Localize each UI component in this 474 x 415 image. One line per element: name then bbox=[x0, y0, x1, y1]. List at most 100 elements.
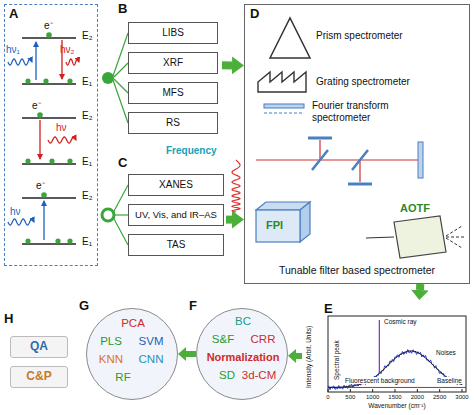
energy-label: hν₁ bbox=[6, 44, 20, 56]
method-name: 3d-CM bbox=[242, 369, 277, 382]
transition-arrow bbox=[39, 120, 40, 159]
fourier-plate bbox=[264, 104, 304, 108]
energy-label: E₁ bbox=[82, 236, 92, 248]
energy-level bbox=[22, 117, 76, 118]
method-name: RF bbox=[115, 371, 130, 384]
spectrometer-panel: D bbox=[244, 4, 470, 284]
spectrometer-name: Prism spectrometer bbox=[316, 30, 403, 42]
tick-mark bbox=[328, 389, 329, 392]
method-name: SVM bbox=[139, 335, 164, 348]
tick-mark bbox=[439, 389, 440, 392]
tick-mark bbox=[372, 389, 373, 392]
method-name: CNN bbox=[139, 353, 164, 366]
spectrometer-name: Grating spectrometer bbox=[316, 76, 410, 88]
interferometer bbox=[256, 159, 418, 160]
flow-arrow bbox=[222, 61, 232, 69]
method-name: Normalization bbox=[207, 351, 280, 364]
electron-dot bbox=[43, 78, 48, 83]
output-box: QA bbox=[10, 336, 68, 358]
transition-arrow bbox=[36, 40, 62, 240]
method-name: BC bbox=[235, 315, 251, 328]
tick-label: 500 bbox=[345, 394, 355, 401]
prism-symbol bbox=[270, 18, 310, 58]
tick-mark bbox=[395, 389, 396, 392]
energy-label: E₂ bbox=[82, 30, 93, 42]
device-name: AOTF bbox=[400, 202, 430, 215]
electron-dot bbox=[67, 158, 72, 163]
energy-label: e⁻ bbox=[44, 20, 53, 32]
method-box: MFS bbox=[128, 82, 218, 104]
transition-arrow bbox=[35, 42, 36, 80]
electron-dot bbox=[25, 158, 30, 163]
fan-line bbox=[113, 80, 128, 123]
energy-label: hν₂ bbox=[60, 44, 74, 56]
panel-letter: D bbox=[250, 7, 259, 22]
output-box: C&P bbox=[10, 366, 68, 388]
axis-title: Intensity (Arbit. Units) bbox=[305, 326, 312, 388]
axis-note: Frequency bbox=[166, 145, 217, 157]
annotation: Cosmic ray bbox=[384, 318, 417, 325]
output-group: QAC&PH bbox=[4, 316, 74, 396]
box-label: C&P bbox=[26, 370, 51, 384]
energy-level bbox=[22, 83, 76, 84]
panel-letter: G bbox=[79, 299, 89, 314]
energy-label: hν bbox=[56, 122, 67, 134]
cosmic-spike bbox=[379, 320, 380, 373]
energy-label: E₁ bbox=[82, 156, 92, 168]
energy-label: e⁻ bbox=[36, 180, 45, 192]
method-name: KNN bbox=[99, 353, 123, 366]
aotf-crystal bbox=[446, 238, 462, 248]
electron-dot bbox=[49, 158, 54, 163]
fourier-plate bbox=[264, 113, 304, 114]
energy-label: hν bbox=[10, 206, 21, 218]
tick-label: 3000 bbox=[455, 394, 468, 401]
method-box: XANES bbox=[128, 174, 224, 196]
fan-line bbox=[114, 63, 128, 77]
electron-dot bbox=[41, 192, 47, 198]
panel-caption: Tunable filter based spectrometer bbox=[279, 264, 435, 276]
energy-level bbox=[22, 163, 76, 164]
annotation: Noises bbox=[436, 349, 456, 356]
spectrum-panel: E bbox=[302, 300, 472, 412]
noisy-spectrum bbox=[328, 350, 462, 390]
tick-label: 1000 bbox=[366, 394, 379, 401]
tick-label: 0 bbox=[326, 394, 329, 401]
method-name: SD bbox=[219, 369, 235, 382]
photon-wave bbox=[8, 59, 79, 225]
box-label: MFS bbox=[162, 87, 183, 99]
tick-label: 2500 bbox=[433, 394, 446, 401]
aotf-crystal bbox=[366, 237, 394, 238]
spectrometer-name: Fourier transform spectrometer bbox=[312, 100, 422, 123]
process-circle: GPCAPLSSVMKNNCNNRF bbox=[86, 308, 178, 400]
aotf-crystal bbox=[366, 216, 464, 258]
flow-arrow bbox=[416, 284, 424, 290]
energy-label: E₂ bbox=[82, 190, 93, 202]
tick-label: 2000 bbox=[411, 394, 424, 401]
interferometer bbox=[308, 137, 332, 140]
energy-level bbox=[22, 197, 76, 198]
energy-level bbox=[22, 38, 76, 244]
annotation: Baseline bbox=[436, 377, 463, 384]
transition-arrow bbox=[43, 201, 44, 240]
panel-letter: E bbox=[324, 302, 333, 317]
method-box: RS bbox=[128, 112, 218, 134]
interferometer bbox=[352, 150, 368, 170]
method-box: UV, Vis, and IR–AS bbox=[128, 204, 224, 226]
annotation: Spectral peak bbox=[333, 340, 340, 380]
photon-wave bbox=[66, 59, 79, 65]
frequency-wave bbox=[232, 160, 240, 212]
electron-dot bbox=[55, 238, 60, 243]
panel-letter: A bbox=[9, 7, 18, 22]
spectrum-curve bbox=[328, 320, 466, 392]
plot-frame bbox=[328, 316, 466, 392]
electron-dot bbox=[25, 78, 30, 83]
interferometer bbox=[256, 138, 423, 184]
panel-letter: B bbox=[118, 2, 127, 17]
grating-symbol bbox=[258, 72, 306, 92]
fan-line bbox=[114, 79, 128, 93]
box-label: LIBS bbox=[162, 27, 184, 39]
aotf-crystal bbox=[394, 216, 446, 258]
box-label: RS bbox=[166, 117, 180, 129]
electron-dot bbox=[67, 78, 72, 83]
emission-dot bbox=[102, 72, 114, 84]
